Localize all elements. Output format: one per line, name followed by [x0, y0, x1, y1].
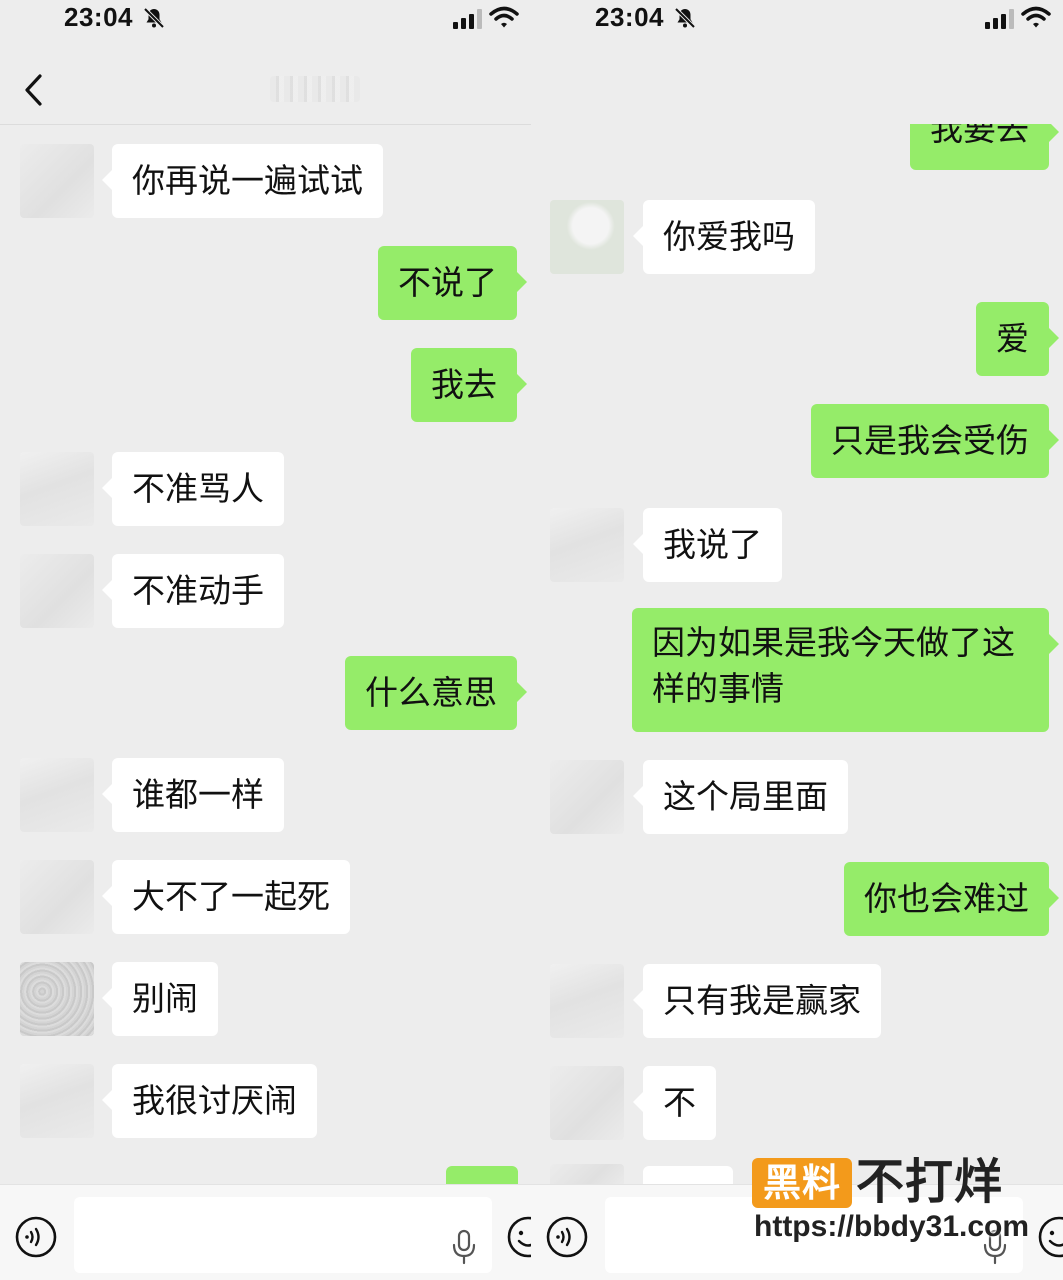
contact-avatar[interactable] [550, 200, 624, 274]
message-input-bar [531, 1184, 1063, 1280]
message-bubble-incoming[interactable]: 你爱我吗 [633, 200, 815, 274]
contact-avatar[interactable] [20, 860, 94, 934]
bell-slash-icon [674, 7, 696, 29]
nav-bar-backdrop [531, 52, 1063, 124]
wifi-icon [1021, 6, 1051, 28]
chat-title-blurred [270, 76, 360, 102]
message-bubble-outgoing[interactable]: 只是我会受伤 [811, 404, 1059, 478]
message-bubble-incoming[interactable]: 别闹 [102, 962, 218, 1036]
message-input-bar [0, 1184, 531, 1280]
voice-input-icon[interactable] [14, 1215, 58, 1259]
bell-slash-icon [143, 7, 165, 29]
message-bubble-incoming[interactable]: 不准动手 [102, 554, 284, 628]
contact-avatar[interactable] [550, 760, 624, 834]
message-bubble-incoming[interactable]: 不 [633, 1066, 716, 1140]
message-bubble-outgoing[interactable]: 爱 [976, 302, 1059, 376]
status-bar: 23:04 [0, 0, 531, 36]
emoji-icon[interactable] [506, 1215, 531, 1259]
message-bubble-incoming[interactable]: 不准骂人 [102, 452, 284, 526]
message-bubble-outgoing[interactable]: 不说了 [378, 246, 527, 320]
message-input[interactable] [74, 1197, 492, 1273]
message-bubble-incoming[interactable]: 大不了一起死 [102, 860, 350, 934]
contact-avatar[interactable] [20, 144, 94, 218]
status-time: 23:04 [595, 2, 664, 32]
emoji-icon[interactable] [1037, 1215, 1063, 1259]
nav-divider [0, 124, 531, 125]
chevron-left-icon[interactable] [20, 72, 50, 108]
contact-avatar[interactable] [550, 964, 624, 1038]
message-bubble-incoming[interactable]: 谁都一样 [102, 758, 284, 832]
contact-avatar[interactable] [20, 452, 94, 526]
cellular-signal-icon [985, 9, 1014, 29]
voice-input-icon[interactable] [545, 1215, 589, 1259]
microphone-icon[interactable] [981, 1229, 1009, 1265]
microphone-icon[interactable] [450, 1229, 478, 1265]
wifi-icon [489, 6, 519, 28]
chat-nav-bar [0, 52, 531, 124]
message-bubble-outgoing[interactable]: 因为如果是我今天做了这样的事情 [632, 608, 1059, 732]
chat-screen-right: 23:04 [531, 0, 1063, 1280]
status-bar: 23:04 [531, 0, 1063, 36]
message-bubble-incoming[interactable]: 只有我是赢家 [633, 964, 881, 1038]
message-bubble-outgoing[interactable]: 什么意思 [345, 656, 527, 730]
contact-avatar[interactable] [20, 1064, 94, 1138]
message-bubble-incoming[interactable]: 我说了 [633, 508, 782, 582]
cellular-signal-icon [453, 9, 482, 29]
contact-avatar[interactable] [20, 554, 94, 628]
message-bubble-outgoing[interactable]: 你也会难过 [844, 862, 1059, 936]
message-bubble-incoming[interactable]: 你再说一遍试试 [102, 144, 383, 218]
status-time: 23:04 [64, 2, 133, 32]
message-bubble-outgoing[interactable]: 我去 [411, 348, 527, 422]
contact-avatar[interactable] [20, 758, 94, 832]
contact-avatar[interactable] [550, 508, 624, 582]
chat-screen-left: 23:04 [0, 0, 531, 1280]
contact-avatar[interactable] [20, 962, 94, 1036]
message-input[interactable] [605, 1197, 1023, 1273]
contact-avatar[interactable] [550, 1066, 624, 1140]
message-bubble-incoming[interactable]: 我很讨厌闹 [102, 1064, 317, 1138]
message-bubble-incoming[interactable]: 这个局里面 [633, 760, 848, 834]
